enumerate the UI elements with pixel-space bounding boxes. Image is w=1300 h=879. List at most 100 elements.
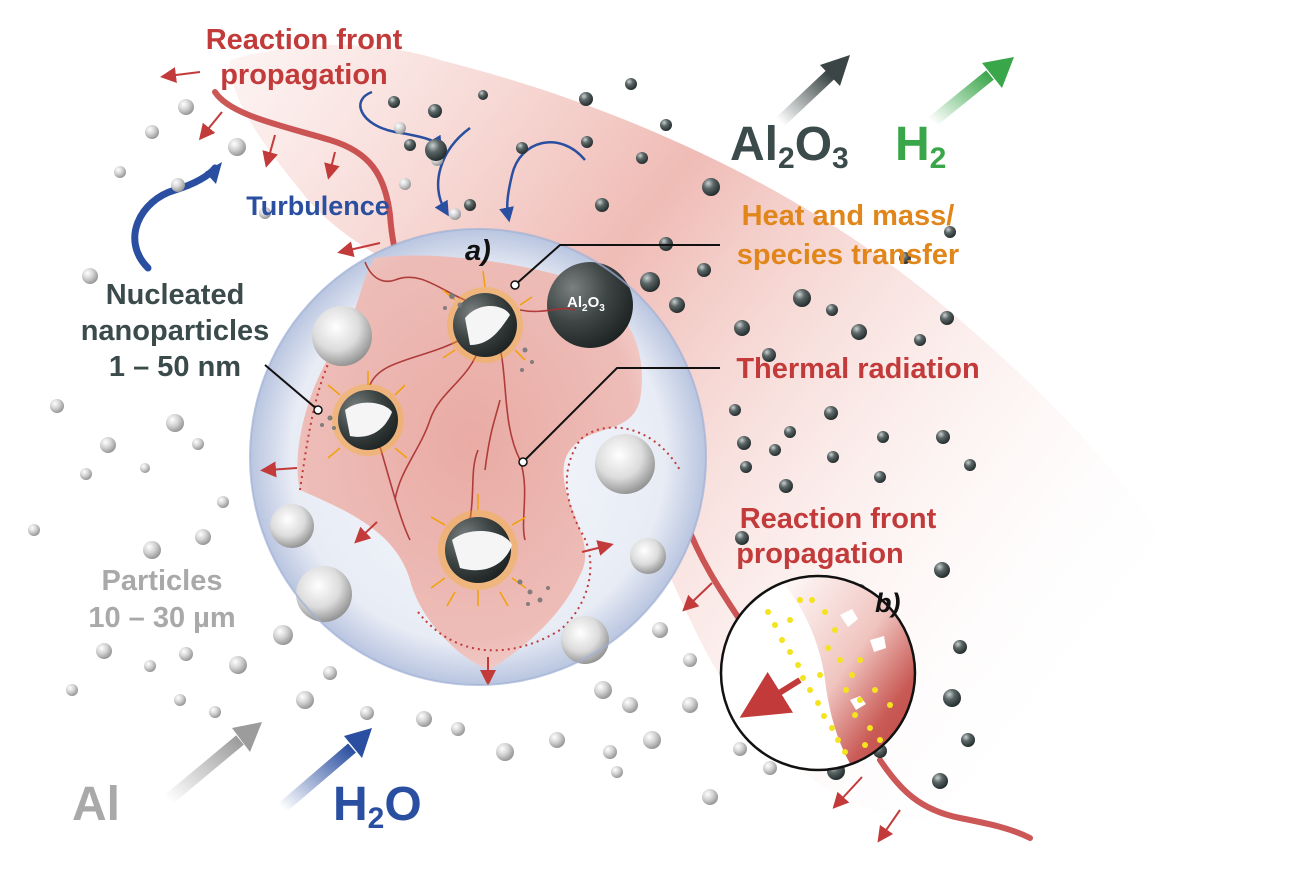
- nanoparticle-dot: [809, 597, 815, 603]
- oxide-particle: [669, 297, 685, 313]
- nanoparticle-dot: [815, 700, 821, 706]
- nanoparticle-dot: [857, 697, 863, 703]
- oxide-particle: [636, 152, 648, 164]
- oxide-particle: [961, 733, 975, 747]
- nanoparticle-dot: [835, 737, 841, 743]
- nanoparticle-dot: [852, 712, 858, 718]
- aluminum-particle: [100, 437, 116, 453]
- aluminum-particle: [603, 745, 617, 759]
- aluminum-particle: [259, 207, 271, 219]
- aluminum-particle: [229, 656, 247, 674]
- nanoparticle-dot: [843, 687, 849, 693]
- oxide-particle: [851, 324, 867, 340]
- aluminum-particle: [143, 541, 161, 559]
- labels: Reaction front propagation Turbulence Nu…: [72, 24, 980, 835]
- nanoparticle-dot: [837, 657, 843, 663]
- oxide-particle: [914, 334, 926, 346]
- nanoparticle-dot: [765, 609, 771, 615]
- aluminum-particle: [496, 743, 514, 761]
- product-h2: H2: [895, 118, 946, 175]
- oxide-particle: [936, 430, 950, 444]
- nanoparticle-dot: [849, 672, 855, 678]
- nanoparticle-dot: [800, 675, 806, 681]
- aluminum-particle: [622, 697, 638, 713]
- nucleated-line2: nanoparticles: [81, 315, 270, 347]
- oxide-particle: [779, 479, 793, 493]
- aluminum-particle: [171, 178, 185, 192]
- oxide-particle: [660, 119, 672, 131]
- oxide-particle: [824, 406, 838, 420]
- oxide-particle: [478, 90, 488, 100]
- nanoparticle-dot: [787, 617, 793, 623]
- nanoparticle-dot: [817, 672, 823, 678]
- turbulence-label: Turbulence: [246, 191, 390, 221]
- product-al2o3: Al2O3: [730, 118, 849, 175]
- oxide-particle: [932, 773, 948, 789]
- nanoparticle-dot: [772, 622, 778, 628]
- reaction-front-top-line2: propagation: [220, 59, 388, 91]
- aluminum-particle: [652, 622, 668, 638]
- oxide-particle: [940, 311, 954, 325]
- nucleated-line3: 1 – 50 nm: [109, 351, 241, 383]
- oxide-particle: [729, 404, 741, 416]
- nanoparticle-dot: [795, 662, 801, 668]
- oxide-particle: [943, 689, 961, 707]
- oxide-particle: [953, 640, 967, 654]
- aluminum-particle: [209, 706, 221, 718]
- inset-b-label: b): [875, 588, 900, 618]
- aluminum-particle: [96, 643, 112, 659]
- oxide-particle: [762, 348, 776, 362]
- aluminum-particle: [451, 722, 465, 736]
- aluminum-particle: [179, 647, 193, 661]
- nanoparticle-dot: [797, 597, 803, 603]
- aluminum-particle: [273, 625, 293, 645]
- oxide-particle: [581, 136, 593, 148]
- oxide-particle: [899, 252, 911, 264]
- aluminum-particle: [549, 732, 565, 748]
- oxide-particle: [425, 139, 447, 161]
- aluminum-particle: [192, 438, 204, 450]
- nanoparticle-dot: [842, 749, 848, 755]
- aluminum-particle: [733, 742, 747, 756]
- inset-a: [249, 228, 707, 686]
- oxide-particle: [734, 320, 750, 336]
- oxide-particle: [874, 471, 886, 483]
- reaction-front-top: [160, 67, 403, 265]
- oxide-particle: [735, 531, 749, 545]
- particles-line1: Particles: [102, 565, 223, 597]
- nanoparticle-dot: [829, 725, 835, 731]
- nucleated-line1: Nucleated: [106, 279, 245, 311]
- al2o3-particle-label: Al2O3: [567, 294, 605, 314]
- oxide-particles: [388, 78, 976, 789]
- aluminum-particle: [323, 666, 337, 680]
- oxide-particle: [516, 142, 528, 154]
- reactant-al: Al: [72, 778, 120, 831]
- nanoparticle-dot: [821, 713, 827, 719]
- turbulence-swirls: [131, 90, 586, 272]
- inset-a-label: a): [465, 235, 491, 267]
- aluminum-particle: [217, 496, 229, 508]
- nanoparticle-dot: [832, 627, 838, 633]
- aluminum-particles: [28, 99, 777, 805]
- oxide-particle: [827, 451, 839, 463]
- aluminum-particle: [145, 125, 159, 139]
- leader-lines: [264, 244, 720, 463]
- aluminum-particle: [178, 99, 194, 115]
- nanoparticle-dot: [872, 687, 878, 693]
- aluminum-particle: [228, 138, 246, 156]
- nanoparticle-dot: [862, 742, 868, 748]
- oxide-particle: [737, 436, 751, 450]
- oxide-particle: [793, 289, 811, 307]
- nanoparticle-dot: [877, 737, 883, 743]
- nanoparticle-dot: [807, 687, 813, 693]
- oxide-particle: [964, 459, 976, 471]
- aluminum-particle: [449, 208, 461, 220]
- aluminum-particle: [296, 691, 314, 709]
- inset-b: [719, 574, 917, 772]
- aluminum-particle: [80, 468, 92, 480]
- aluminum-particle: [166, 414, 184, 432]
- aluminum-particle: [763, 761, 777, 775]
- reaction-front-top-line1: Reaction front: [206, 24, 403, 56]
- aluminum-particle: [394, 122, 406, 134]
